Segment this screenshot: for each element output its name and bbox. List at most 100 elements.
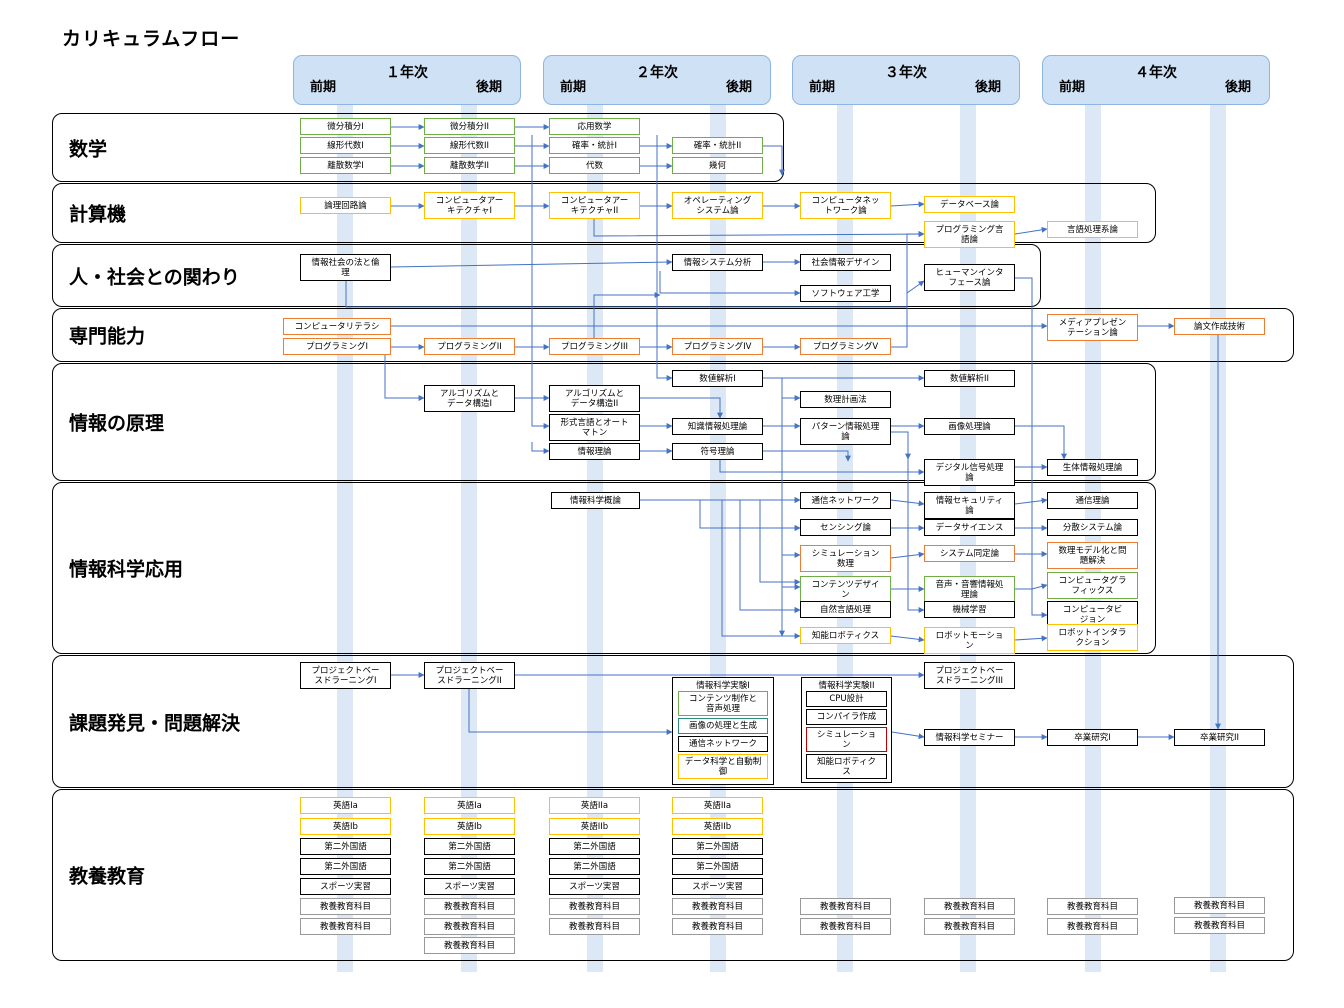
course-box[interactable]: 第二外国語 [424, 858, 515, 875]
course-box[interactable]: 通信ネットワーク [678, 736, 768, 752]
course-box[interactable]: 第二外国語 [300, 838, 391, 855]
course-box[interactable]: 微分積分I [300, 118, 391, 135]
course-box[interactable]: コンピュータネッ トワーク論 [800, 192, 891, 219]
course-box[interactable]: 論理回路論 [300, 197, 391, 214]
course-box[interactable]: スポーツ実習 [300, 878, 391, 895]
course-box[interactable]: 数理モデル化と問 題解決 [1047, 542, 1138, 569]
course-box[interactable]: 第二外国語 [549, 838, 640, 855]
course-box[interactable]: アルゴリズムと データ構造I [424, 385, 515, 412]
course-box[interactable]: 情報科学概論 [551, 492, 640, 509]
experiment-2-group[interactable]: 情報科学実験II CPU設計 コンパイラ作成 シミュレーショ ン 知能ロボティク… [801, 677, 892, 783]
course-box[interactable]: センシング論 [800, 519, 891, 536]
course-box[interactable]: スポーツ実習 [424, 878, 515, 895]
course-box[interactable]: 第二外国語 [424, 838, 515, 855]
course-box[interactable]: 教養教育科目 [1174, 897, 1265, 914]
course-box[interactable]: 教養教育科目 [672, 898, 763, 915]
course-box[interactable]: 英語IIb [549, 818, 640, 835]
course-box[interactable]: 教養教育科目 [424, 937, 515, 954]
course-box[interactable]: パターン情報処理 論 [800, 418, 891, 445]
course-box[interactable]: 自然言語処理 [800, 601, 891, 618]
course-box[interactable]: 符号理論 [672, 443, 763, 460]
course-box[interactable]: CPU設計 [806, 691, 887, 707]
course-box[interactable]: プログラミング言 語論 [924, 221, 1015, 248]
course-box[interactable]: 知能ロボティクス [800, 627, 891, 644]
course-box[interactable]: 代数 [549, 157, 640, 174]
course-box[interactable]: 生体情報処理論 [1047, 459, 1138, 476]
course-box[interactable]: 教養教育科目 [424, 898, 515, 915]
course-box[interactable]: プロジェクトベー スドラーニングII [424, 662, 515, 689]
course-box[interactable]: プログラミングI [283, 338, 391, 355]
course-box[interactable]: データサイエンス [924, 519, 1015, 536]
course-box[interactable]: 教養教育科目 [924, 918, 1015, 935]
course-box[interactable]: シミュレーション 数理 [800, 545, 891, 572]
course-box[interactable]: 微分積分II [424, 118, 515, 135]
course-box[interactable]: 教養教育科目 [1047, 898, 1138, 915]
course-box[interactable]: プロジェクトベー スドラーニングIII [924, 662, 1015, 689]
course-box[interactable]: 確率・統計II [672, 137, 763, 154]
course-box[interactable]: 教養教育科目 [549, 918, 640, 935]
course-box[interactable]: データ科学と自動制 御 [678, 754, 768, 779]
course-box[interactable]: コンテンツデザイ ン [800, 576, 891, 603]
course-box[interactable]: 英語Ia [424, 797, 515, 814]
course-box[interactable]: 幾何 [672, 157, 763, 174]
course-box[interactable]: 教養教育科目 [424, 918, 515, 935]
course-box[interactable]: コンピュータビ ジョン [1047, 601, 1138, 628]
course-box[interactable]: 情報社会の法と倫 理 [300, 254, 391, 281]
course-box[interactable]: アルゴリズムと データ構造II [549, 385, 640, 412]
course-box[interactable]: 画像の処理と生成 [678, 718, 768, 734]
course-box[interactable]: スポーツ実習 [672, 878, 763, 895]
course-box[interactable]: 教養教育科目 [672, 918, 763, 935]
course-box[interactable]: プログラミングII [424, 338, 515, 355]
experiment-1-group[interactable]: 情報科学実験I コンテンツ制作と 音声処理 画像の処理と生成 通信ネットワーク … [672, 677, 774, 785]
course-box[interactable]: 画像処理論 [924, 418, 1015, 435]
course-box[interactable]: 数理計画法 [800, 391, 891, 408]
course-box[interactable]: デジタル信号処理 論 [924, 459, 1015, 486]
course-box[interactable]: コンピュータアー キテクチャI [424, 192, 515, 219]
course-box[interactable]: 教養教育科目 [1047, 918, 1138, 935]
course-box[interactable]: 教養教育科目 [1174, 917, 1265, 934]
course-box[interactable]: メディアプレゼン テーション論 [1047, 314, 1138, 341]
course-box[interactable]: 卒業研究I [1047, 729, 1138, 746]
course-box[interactable]: 知能ロボティク ス [806, 754, 887, 779]
course-box[interactable]: 第二外国語 [672, 838, 763, 855]
course-box[interactable]: プログラミングIII [549, 338, 640, 355]
course-box[interactable]: シミュレーショ ン [806, 727, 887, 752]
course-box[interactable]: データベース論 [924, 196, 1015, 213]
course-box[interactable]: 情報システム分析 [672, 254, 763, 271]
course-box[interactable]: コンピュータアー キテクチャII [549, 192, 640, 219]
course-box[interactable]: 言語処理系論 [1047, 221, 1138, 238]
course-box[interactable]: システム同定論 [924, 545, 1015, 562]
course-box[interactable]: 英語IIa [549, 797, 640, 814]
course-box[interactable]: 英語IIb [672, 818, 763, 835]
course-box[interactable]: 線形代数I [300, 137, 391, 154]
course-box[interactable]: 分散システム論 [1047, 519, 1138, 536]
course-box[interactable]: 通信理論 [1047, 492, 1138, 509]
course-box[interactable]: コンピュータグラ フィックス [1047, 572, 1138, 599]
course-box[interactable]: 応用数学 [549, 118, 640, 135]
course-box[interactable]: 第二外国語 [549, 858, 640, 875]
course-box[interactable]: コンテンツ制作と 音声処理 [678, 691, 768, 716]
course-box[interactable]: 音声・音響情報処 理論 [924, 576, 1015, 603]
course-box[interactable]: 第二外国語 [300, 858, 391, 875]
course-box[interactable]: 数値解析I [672, 370, 763, 387]
course-box[interactable]: プログラミングV [800, 338, 891, 355]
course-box[interactable]: ヒューマンインタ フェース論 [924, 264, 1015, 291]
course-box[interactable]: 機械学習 [924, 601, 1015, 618]
course-box[interactable]: 第二外国語 [672, 858, 763, 875]
course-box[interactable]: 通信ネットワーク [800, 492, 891, 509]
course-box[interactable]: 教養教育科目 [924, 898, 1015, 915]
course-box[interactable]: ロボットモーショ ン [924, 627, 1015, 654]
course-box[interactable]: 情報セキュリティ 論 [924, 492, 1015, 519]
course-box[interactable]: 卒業研究II [1174, 729, 1265, 746]
course-box[interactable]: 情報科学セミナー [924, 729, 1015, 746]
course-box[interactable]: 知識情報処理論 [672, 418, 763, 435]
course-box[interactable]: 英語Ib [300, 818, 391, 835]
course-box[interactable]: 確率・統計I [549, 137, 640, 154]
course-box[interactable]: 教養教育科目 [800, 898, 891, 915]
course-box[interactable]: 英語IIa [672, 797, 763, 814]
course-box[interactable]: 離散数学II [424, 157, 515, 174]
course-box[interactable]: ソフトウェア工学 [800, 285, 891, 302]
course-box[interactable]: 教養教育科目 [800, 918, 891, 935]
course-box[interactable]: コンピュータリテラシ [283, 318, 391, 335]
course-box[interactable]: 教養教育科目 [549, 898, 640, 915]
